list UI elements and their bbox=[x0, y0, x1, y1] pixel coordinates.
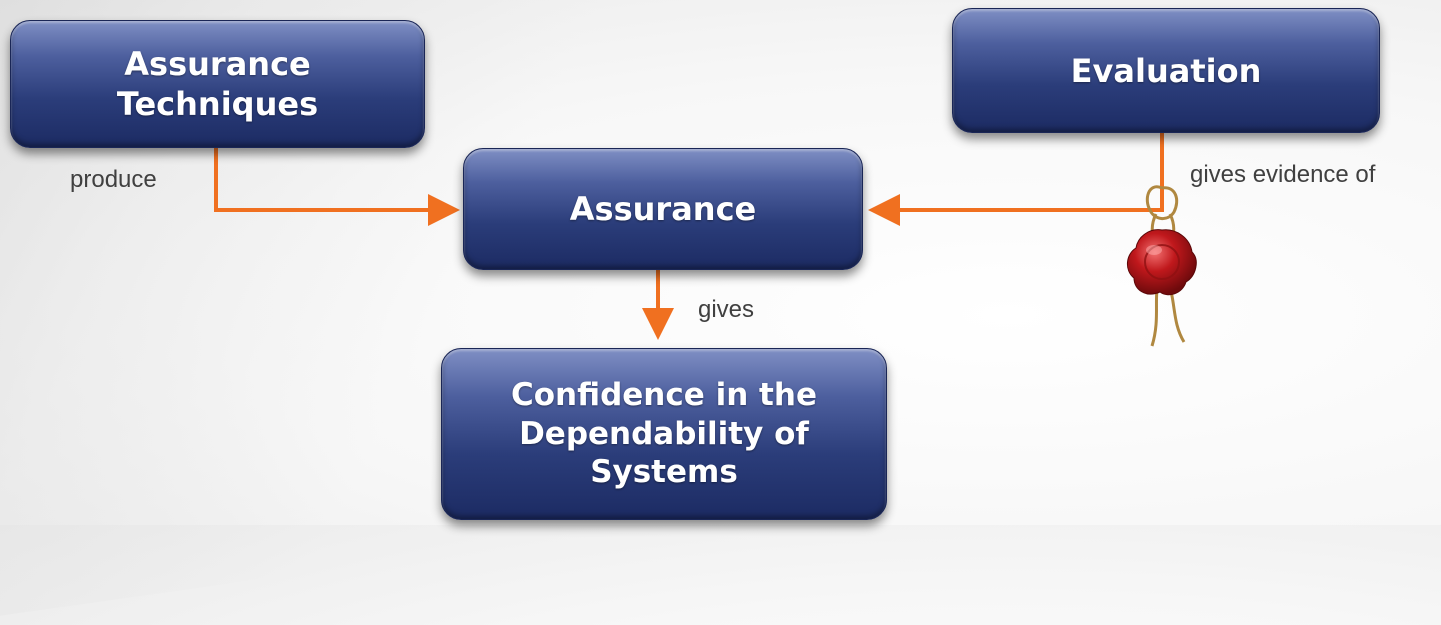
confidence-line1: Confidence in the bbox=[511, 376, 817, 413]
connectors bbox=[214, 133, 1164, 340]
evaluation-label: Evaluation bbox=[1070, 51, 1262, 90]
gives-evidence-connector bbox=[868, 133, 1164, 226]
gives-evidence-label: gives evidence of bbox=[1190, 161, 1376, 188]
assurance-node: Assurance bbox=[463, 148, 863, 270]
assurance-techniques-node: Assurance Techniques bbox=[10, 20, 425, 148]
gives-label: gives bbox=[698, 296, 755, 323]
produce-label: produce bbox=[70, 166, 157, 193]
assurance-techniques-line2: Techniques bbox=[116, 85, 319, 123]
confidence-node: Confidence in the Dependability of Syste… bbox=[441, 348, 887, 520]
wax-seal-icon bbox=[1127, 185, 1197, 347]
assurance-techniques-line1: Assurance bbox=[124, 45, 311, 83]
confidence-line3: Systems bbox=[590, 454, 738, 491]
produce-connector bbox=[214, 148, 460, 226]
assurance-label: Assurance bbox=[569, 190, 757, 228]
evaluation-node: Evaluation bbox=[952, 8, 1380, 133]
confidence-line2: Dependability of bbox=[519, 415, 809, 452]
